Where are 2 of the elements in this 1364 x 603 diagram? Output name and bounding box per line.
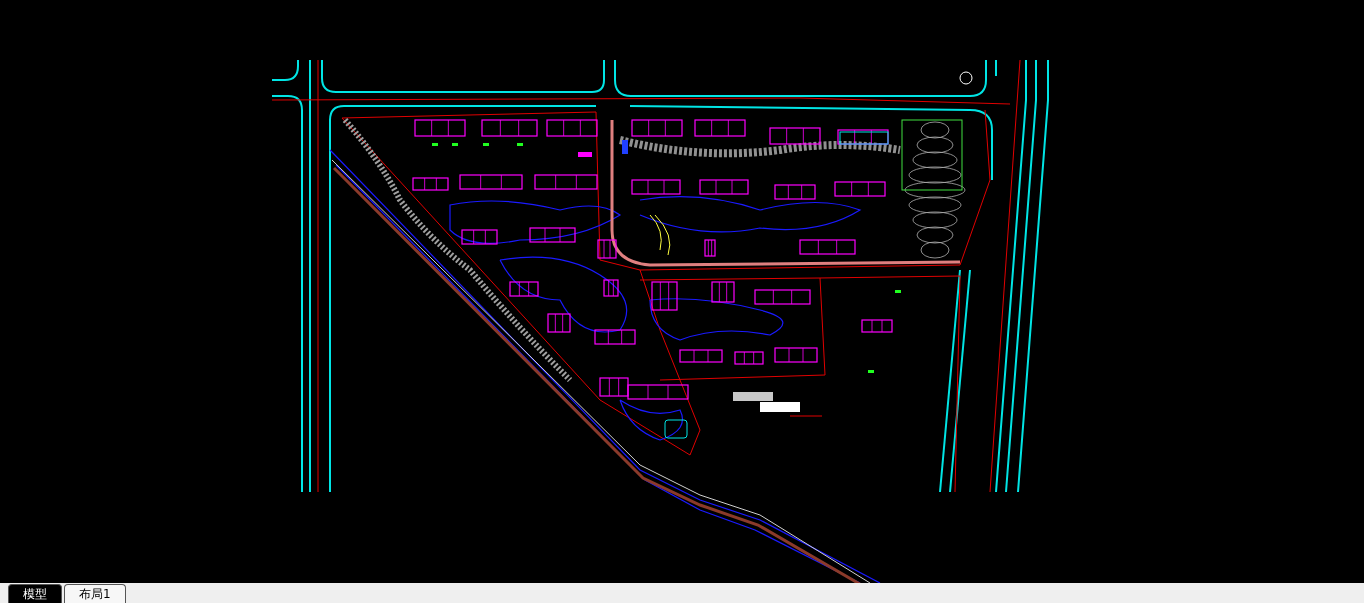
layout-tab: 布局1 <box>64 584 126 603</box>
layout-tab: 模型 <box>8 584 62 603</box>
